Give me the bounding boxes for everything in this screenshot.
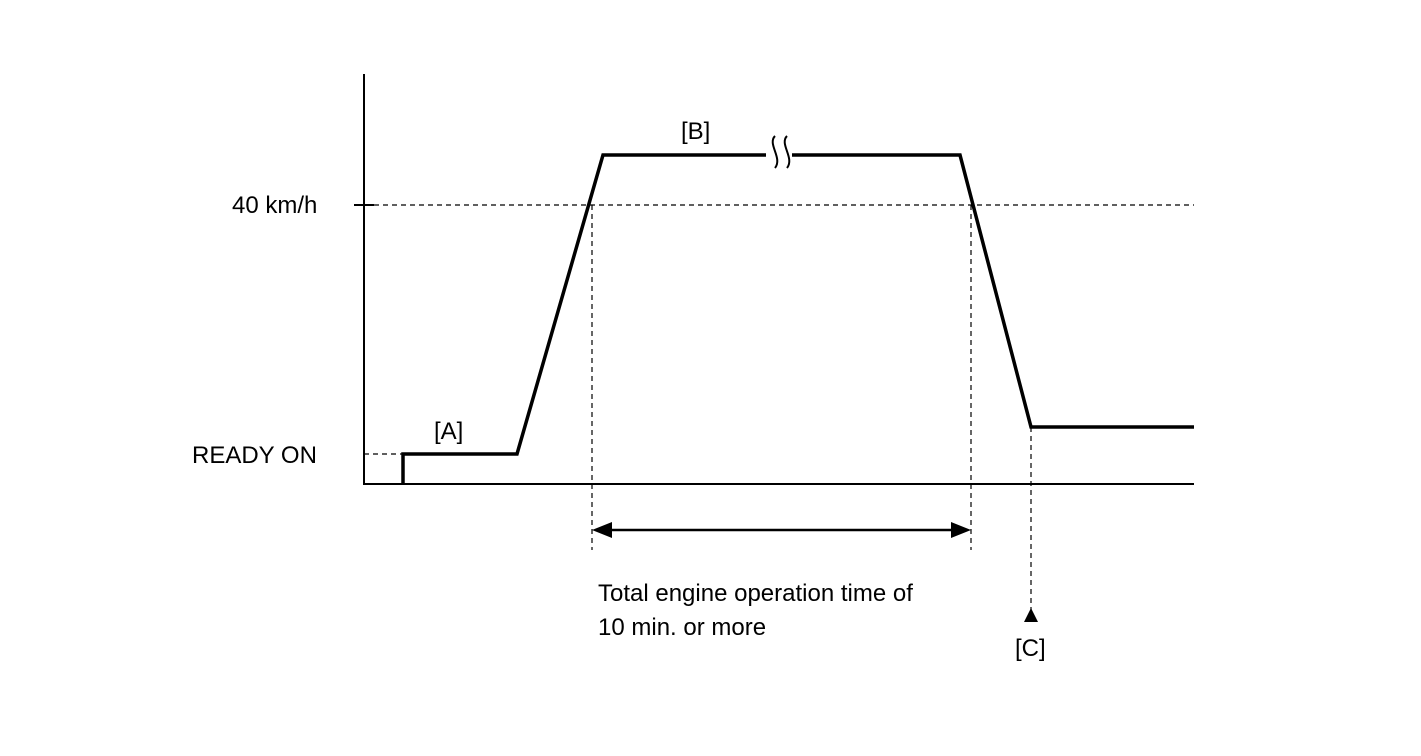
ready-on-label: READY ON — [192, 442, 317, 469]
duration-arrow-left-head — [592, 522, 612, 538]
speed-profile-line — [401, 153, 1194, 484]
point-c-marker-icon — [1024, 608, 1038, 622]
break-symbol-right — [783, 135, 791, 169]
duration-label-line2: 10 min. or more — [598, 614, 766, 641]
speed-threshold-label: 40 km/h — [232, 192, 317, 219]
phase-c-label: [C] — [1015, 635, 1046, 662]
phase-b-label: [B] — [681, 118, 710, 145]
duration-arrow-right-head — [951, 522, 971, 538]
break-symbol-left — [771, 135, 779, 169]
phase-a-label: [A] — [434, 418, 463, 445]
duration-label-line1: Total engine operation time of — [598, 580, 913, 607]
break-gap — [766, 148, 792, 162]
